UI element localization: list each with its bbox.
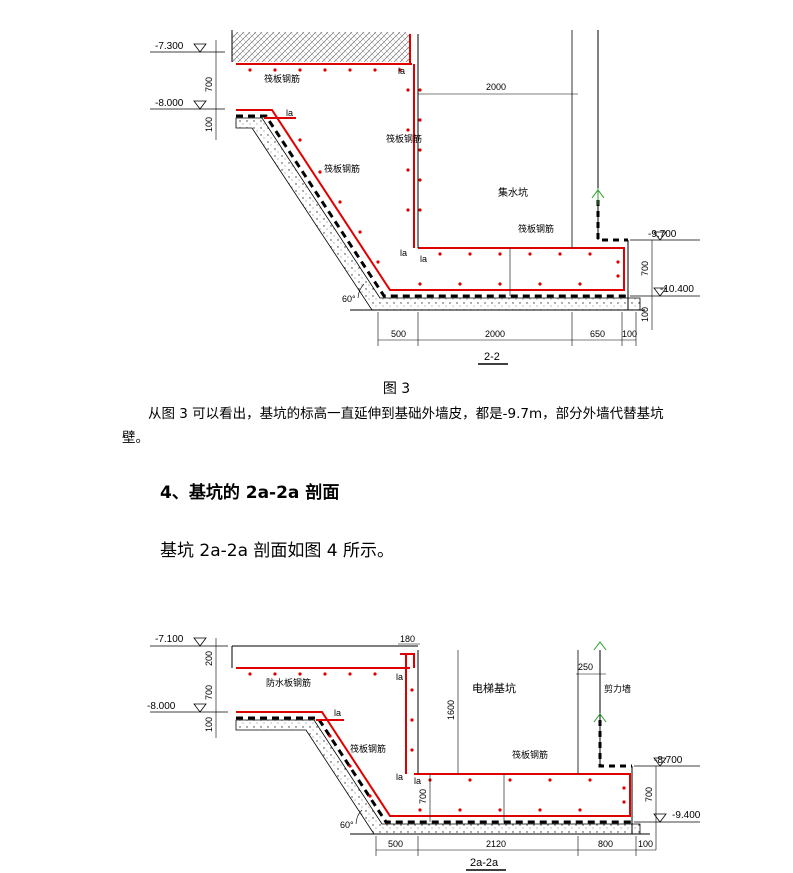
dimension-label: 100 bbox=[622, 329, 637, 339]
dimension-label: 500 bbox=[391, 329, 406, 339]
elevation-marker-right-top: -8.700 bbox=[634, 755, 700, 767]
elevation-marker-mid: -8.000 bbox=[150, 98, 225, 110]
elevation-label: -9.700 bbox=[648, 229, 677, 240]
section-label: 2-2 bbox=[484, 351, 500, 363]
rebar-lines bbox=[236, 653, 631, 817]
elevation-marker-mid: -8.000 bbox=[147, 701, 228, 713]
dimension-label: 700 bbox=[640, 261, 650, 276]
angle-label: 60° bbox=[340, 820, 354, 830]
dimension-label: 700 bbox=[204, 685, 214, 700]
rebar-label: 筏板钢筋 bbox=[518, 223, 554, 235]
la-label: la bbox=[396, 772, 403, 782]
pit-label: 集水坑 bbox=[498, 186, 528, 199]
rebar-label: 筏板钢筋 bbox=[350, 743, 386, 755]
elevation-marker-right-bot: -9.400 bbox=[634, 810, 701, 823]
elevation-label: -8.700 bbox=[654, 755, 683, 766]
dimension-label: 200 bbox=[204, 651, 214, 666]
dimension-label: 1600 bbox=[446, 700, 456, 720]
elevation-marker-right-bot: -10.400 bbox=[630, 284, 700, 297]
elevation-marker-top: -7.100 bbox=[150, 634, 228, 647]
rebar-dots bbox=[248, 68, 620, 286]
dimension-label: 100 bbox=[204, 717, 214, 732]
dimension-label: 700 bbox=[644, 787, 654, 802]
rebar-label: 筏板钢筋 bbox=[264, 73, 300, 85]
rebar-dots bbox=[248, 672, 626, 812]
la-label: la bbox=[334, 708, 341, 718]
la-label: la bbox=[400, 248, 407, 258]
dimension-label: 180 bbox=[400, 634, 415, 644]
paragraph-1: 从图 3 可以看出，基坑的标高一直延伸到基础外墙皮，都是-9.7m，部分外墙代替… bbox=[122, 406, 664, 446]
la-label: la bbox=[420, 254, 427, 264]
la-label: la bbox=[414, 776, 421, 786]
figure-3-caption: 图 3 bbox=[382, 381, 411, 397]
dimension-label: 2000 bbox=[486, 82, 506, 92]
elevation-label: -8.000 bbox=[155, 98, 184, 109]
dimension-label: 100 bbox=[204, 117, 214, 132]
rebar-label: 筏板钢筋 bbox=[324, 163, 360, 175]
dimension-label: 100 bbox=[640, 307, 650, 322]
section-heading: 4、基坑的 2a-2a 剖面 bbox=[160, 483, 340, 503]
dimension-label: 700 bbox=[204, 77, 214, 92]
elevation-label: -10.400 bbox=[660, 284, 694, 295]
figure-4-section-drawing: -7.100 -8.000 200 700 100 bbox=[147, 634, 701, 871]
angle-label: 60° bbox=[342, 294, 356, 304]
la-label: la bbox=[286, 108, 293, 118]
la-label: la bbox=[396, 672, 403, 682]
paragraph-2: 基坑 2a-2a 剖面如图 4 所示。 bbox=[160, 541, 395, 561]
rebar-label: 筏板钢筋 bbox=[512, 749, 548, 761]
dimension-label: 2120 bbox=[486, 839, 506, 849]
elevation-marker-right-top: -9.700 bbox=[630, 229, 700, 241]
elevation-marker-top: -7.300 bbox=[150, 41, 225, 53]
elevation-label: -9.400 bbox=[672, 810, 701, 821]
figure-3-section-drawing: -7.300 -8.000 700 100 bbox=[150, 30, 700, 365]
la-label: la bbox=[398, 66, 405, 76]
elevation-label: -8.000 bbox=[147, 701, 176, 712]
dimension-label: 250 bbox=[578, 662, 593, 672]
dimension-label: 700 bbox=[418, 789, 428, 804]
soil-hatch bbox=[232, 32, 410, 62]
elevation-label: -7.300 bbox=[155, 41, 184, 52]
section-label: 2a-2a bbox=[470, 857, 499, 869]
wall-label: 剪力墙 bbox=[604, 683, 631, 695]
elevation-label: -7.100 bbox=[155, 634, 184, 645]
rebar-label: 防水板钢筋 bbox=[266, 677, 311, 689]
dimension-label: 800 bbox=[598, 839, 613, 849]
dimension-label: 100 bbox=[638, 839, 653, 849]
rebar-lines bbox=[236, 34, 625, 291]
dimension-label: 500 bbox=[388, 839, 403, 849]
dimension-label: 650 bbox=[590, 329, 605, 339]
rebar-label: 筏板钢筋 bbox=[386, 133, 422, 145]
dimension-label: 2000 bbox=[485, 329, 505, 339]
pit-label: 电梯基坑 bbox=[472, 681, 516, 695]
